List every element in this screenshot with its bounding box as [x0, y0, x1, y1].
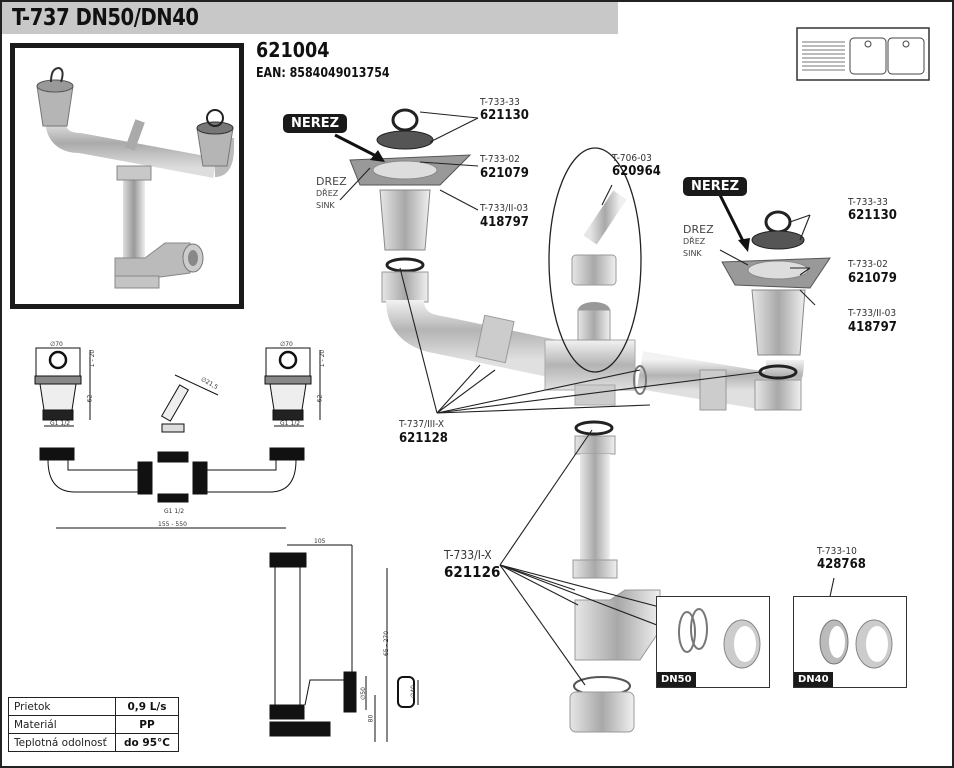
- dim-strainer-gap: 1 - 20: [89, 349, 97, 368]
- part-code: 621079: [848, 271, 897, 286]
- dn50-tag: DN50: [657, 672, 696, 687]
- dim-thread: G1 1/2: [50, 420, 71, 427]
- leader-lines: [339, 111, 835, 686]
- part-ref: T-733-10: [817, 546, 857, 557]
- dim-thread: G1 1/2: [280, 420, 301, 427]
- part-code: 621128: [399, 431, 448, 446]
- inset-dn40: DN40: [793, 596, 907, 688]
- dim-outlet-diameter: ∅50: [359, 687, 367, 700]
- dn40-tag: DN40: [794, 672, 833, 687]
- part-code: 428768: [817, 557, 866, 572]
- part-code: 621126: [444, 563, 501, 581]
- overflow-assembly: [548, 147, 642, 373]
- part-ref: T-706-03: [612, 153, 652, 164]
- dim-span: 155 - 550: [158, 521, 187, 528]
- right-strainer-assembly: [721, 210, 831, 380]
- dim-strainer-diameter: ∅70: [280, 341, 293, 348]
- nerez-badge-right: NEREZ: [683, 177, 748, 196]
- dim-thread-center: G1 1/2: [164, 508, 185, 515]
- dim-strainer-height: 62: [316, 394, 324, 403]
- part-code: 621130: [848, 208, 897, 223]
- dn50-rings: [678, 608, 761, 669]
- dim-strainer-height: 62: [86, 394, 94, 403]
- dim-reducer-diameter: ∅40: [409, 685, 417, 698]
- part-ref: T-733-02: [848, 259, 888, 270]
- part-ref: T-733/I-X: [444, 548, 492, 562]
- part-code: 418797: [848, 320, 897, 335]
- dim-outlet-height: 80: [367, 714, 375, 723]
- product-photo: [10, 43, 244, 309]
- part-ref: T-733-02: [480, 154, 520, 165]
- siphon-photo-illustration: [36, 66, 234, 289]
- part-code: 620964: [612, 164, 661, 179]
- title-bar: T-737 DN50/DN40: [2, 2, 618, 34]
- dim-trap-offset: 105: [314, 538, 326, 545]
- nerez-badge-left: NEREZ: [283, 114, 348, 133]
- part-ref: T-737/III-X: [399, 419, 445, 430]
- page-title: T-737 DN50/DN40: [12, 5, 199, 31]
- product-code: 621004: [256, 38, 330, 62]
- inset-dn50: DN50: [656, 596, 770, 688]
- part-ref: T-733/II-03: [480, 203, 529, 214]
- part-code: 418797: [480, 215, 529, 230]
- dim-strainer-diameter: ∅70: [50, 341, 63, 348]
- sink-label-right: DREZ DŘEZ SINK: [683, 223, 714, 259]
- part-ref: T-733-33: [848, 197, 888, 208]
- part-ref: T-733/II-03: [848, 308, 897, 319]
- part-code: 621130: [480, 108, 529, 123]
- nerez-arrows: [334, 133, 750, 252]
- dim-trap-height: 65 - 270: [383, 630, 391, 657]
- ean-code: EAN: 8584049013754: [256, 66, 390, 81]
- part-code: 621079: [480, 166, 529, 181]
- dn40-rings: [819, 619, 893, 669]
- dim-strainer-gap: 1 - 20: [319, 349, 327, 368]
- trap-assembly: [569, 420, 661, 733]
- part-ref: T-733-33: [480, 97, 520, 108]
- sink-label-left: DREZ DŘEZ SINK: [316, 175, 347, 211]
